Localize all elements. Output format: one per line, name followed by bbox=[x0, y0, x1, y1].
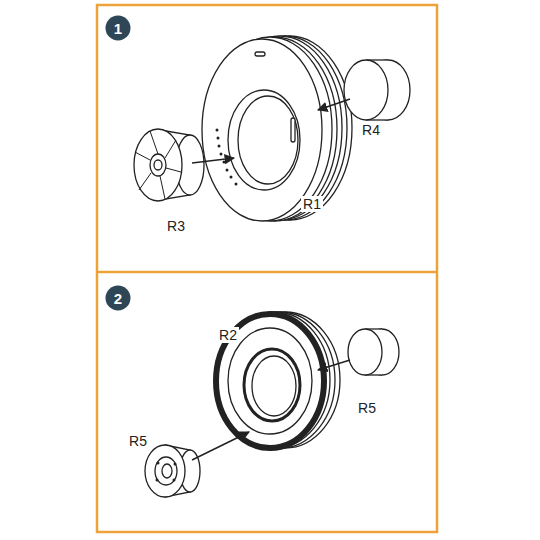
part-label: R4 bbox=[360, 122, 382, 138]
step-badge: 2 bbox=[105, 285, 131, 311]
part-label: R1 bbox=[301, 196, 323, 212]
part-label: R5 bbox=[356, 400, 378, 416]
step-number: 1 bbox=[114, 21, 122, 36]
part-label: R3 bbox=[165, 218, 187, 234]
part-label: R5 bbox=[127, 433, 149, 449]
step-badge: 1 bbox=[105, 15, 131, 41]
step-number: 2 bbox=[114, 291, 122, 306]
part-label: R2 bbox=[217, 327, 239, 343]
